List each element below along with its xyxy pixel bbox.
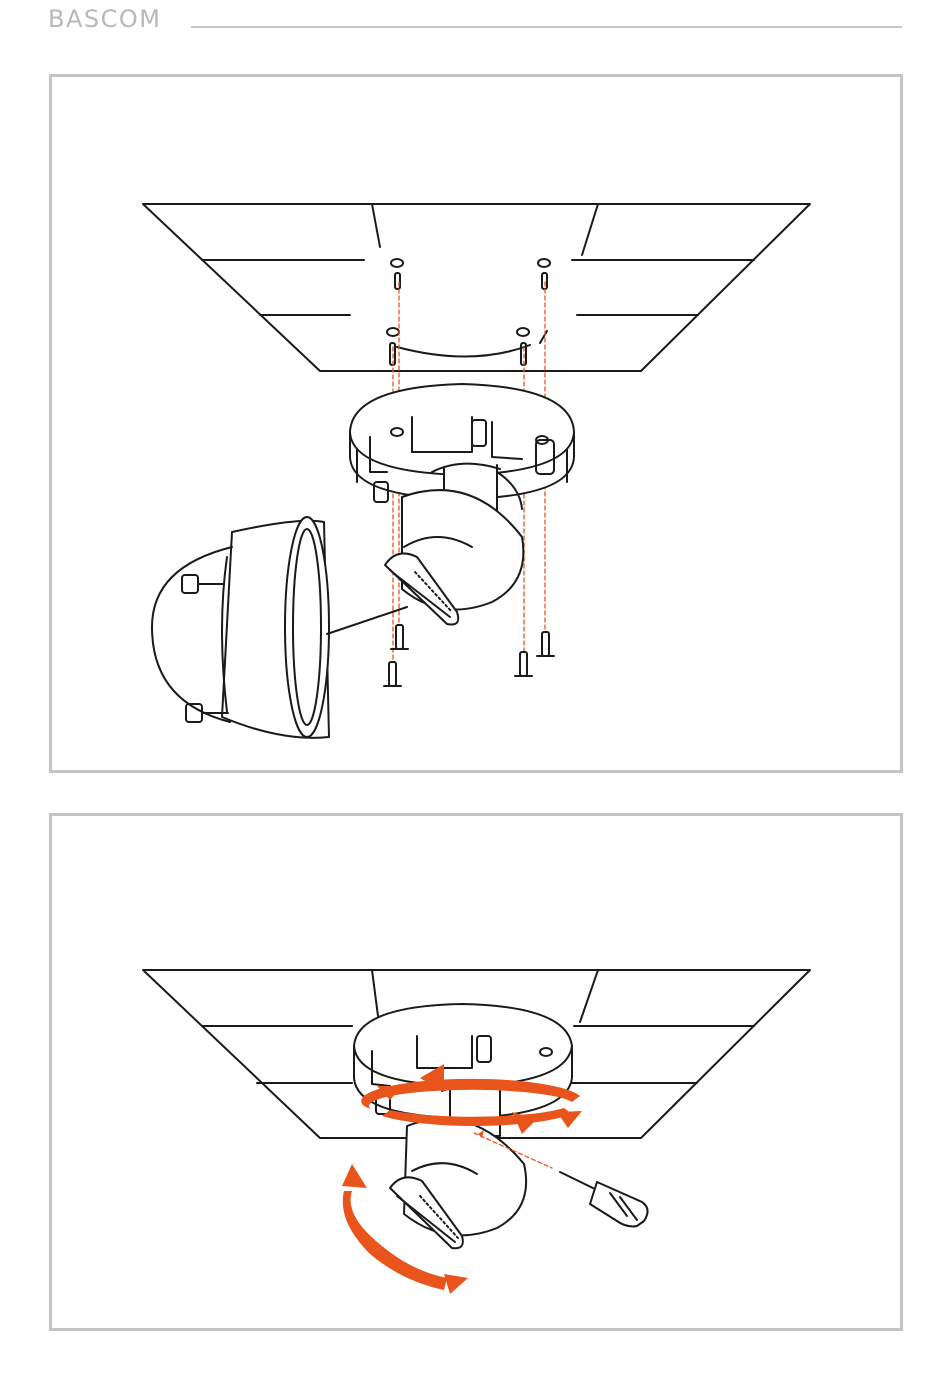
ceiling-surface [143,204,810,371]
screw-icon [537,632,554,656]
screw-icon [515,652,532,676]
mounting-illustration [52,77,900,770]
wall-anchors [387,259,550,365]
page-header: BASCOM [0,0,950,50]
arrow-up-icon [342,1164,367,1188]
camera-module [385,490,523,624]
screw-icon [384,662,401,686]
figure-panel-mounting [49,74,903,773]
dome-cover [152,517,407,738]
arrow-down-right-icon [444,1274,468,1294]
header-rule [191,26,902,28]
brand-logo: BASCOM [48,5,161,33]
figure-panel-adjustment [49,813,903,1331]
mounting-screws [384,625,554,686]
adjustment-illustration [52,816,900,1328]
